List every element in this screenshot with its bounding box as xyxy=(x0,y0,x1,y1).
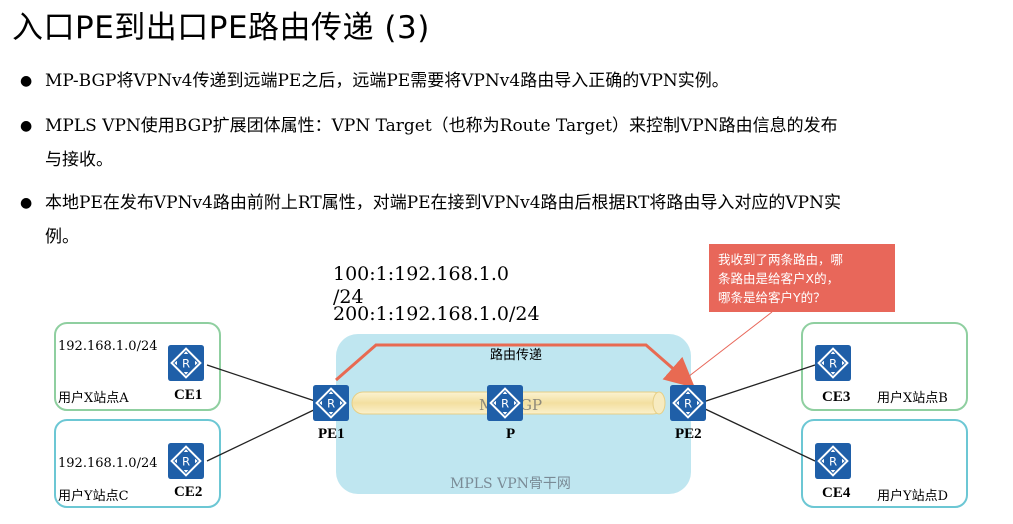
ce2-label: CE2 xyxy=(174,484,202,500)
callout-line-1: 我收到了两条路由，哪 xyxy=(718,252,843,267)
ce1-router-icon xyxy=(168,345,204,381)
page-title: 入口PE到出口PE路由传递 (3) xyxy=(12,10,430,46)
ce1-label: CE1 xyxy=(174,387,202,403)
bullet-dot: ● xyxy=(20,195,33,211)
ce2-router-icon xyxy=(168,443,204,479)
links xyxy=(206,364,816,462)
p-label: P xyxy=(506,426,515,442)
callout-line-3: 哪条是给客户Y的？ xyxy=(718,290,826,305)
bullet-3-cont: 例。 xyxy=(45,227,79,247)
callout-box xyxy=(709,244,895,312)
backbone-label: MPLS VPN骨干网 xyxy=(450,476,571,492)
pe1-label: PE1 xyxy=(318,426,345,442)
pe2-label: PE2 xyxy=(675,426,702,442)
route-1-line-1: 100:1:192.168.1.0 xyxy=(333,263,509,285)
ce3-label: CE3 xyxy=(822,389,850,405)
pe1-router-icon xyxy=(313,385,349,421)
route-2: 200:1:192.168.1.0/24 xyxy=(333,303,540,325)
bullet-dot: ● xyxy=(20,118,33,134)
bullet-2-cont: 与接收。 xyxy=(45,150,113,170)
route-passing-arrow xyxy=(335,343,696,388)
site-d-box xyxy=(801,419,968,508)
site-d-name: 用户Y站点D xyxy=(877,488,948,504)
site-a-name: 用户X站点A xyxy=(58,390,129,406)
site-a-box xyxy=(54,322,221,411)
callout-pointer xyxy=(683,311,773,381)
route-passing-label: 路由传递 xyxy=(490,347,542,363)
pe2-router-icon xyxy=(670,385,706,421)
bullet-text: MPLS VPN使用BGP扩展团体属性：VPN Target（也称为Route … xyxy=(45,116,838,136)
site-b-name: 用户X站点B xyxy=(877,390,948,406)
bullet-text: MP-BGP将VPNv4传递到远端PE之后，远端PE需要将VPNv4路由导入正确… xyxy=(45,71,729,91)
site-c-prefix: 192.168.1.0/24 xyxy=(58,456,158,471)
site-a-prefix: 192.168.1.0/24 xyxy=(58,339,158,354)
site-b-box xyxy=(801,322,968,411)
p-router-icon xyxy=(487,385,523,421)
ce4-router-icon xyxy=(815,443,851,479)
ce4-label: CE4 xyxy=(822,485,851,501)
bullet-dot: ● xyxy=(20,73,33,89)
site-c-box xyxy=(54,419,221,508)
site-c-name: 用户Y站点C xyxy=(58,488,129,504)
route-1-line-2: /24 xyxy=(333,286,364,308)
ce3-router-icon xyxy=(815,345,851,381)
bullet-text: 本地PE在发布VPNv4路由前附上RT属性，对端PE在接到VPNv4路由后根据R… xyxy=(45,193,841,213)
callout-line-2: 条路由是给客户X的， xyxy=(718,271,839,286)
